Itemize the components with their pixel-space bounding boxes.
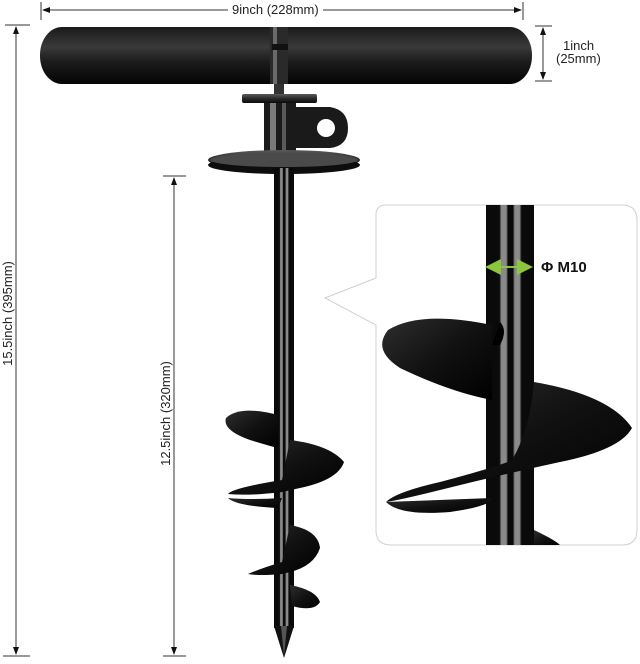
auger-blades [225, 410, 344, 609]
dimension-shaft-length [163, 175, 186, 657]
handle-collar [242, 84, 317, 155]
pointed-tip [274, 626, 294, 658]
shaft-diameter-label: Φ M10 [541, 259, 587, 276]
dimension-handle-diameter [535, 25, 552, 82]
base-plate [208, 150, 360, 174]
handle-diameter-label-line1: 1inch [563, 38, 595, 53]
callout-shaft-detail [486, 205, 534, 545]
eyelet-ring [296, 107, 348, 148]
total-height-label: 15.5inch (395mm) [0, 258, 15, 369]
callout-blade-detail [382, 318, 632, 545]
t-handle-grip [40, 27, 532, 84]
handle-length-label: 9inch (228mm) [228, 3, 323, 17]
shaft-length-label: 12.5inch (320mm) [157, 358, 173, 469]
handle-diameter-label-line2: (25mm) [556, 51, 601, 66]
steel-shaft [274, 168, 294, 628]
dimension-total-height [3, 24, 30, 657]
